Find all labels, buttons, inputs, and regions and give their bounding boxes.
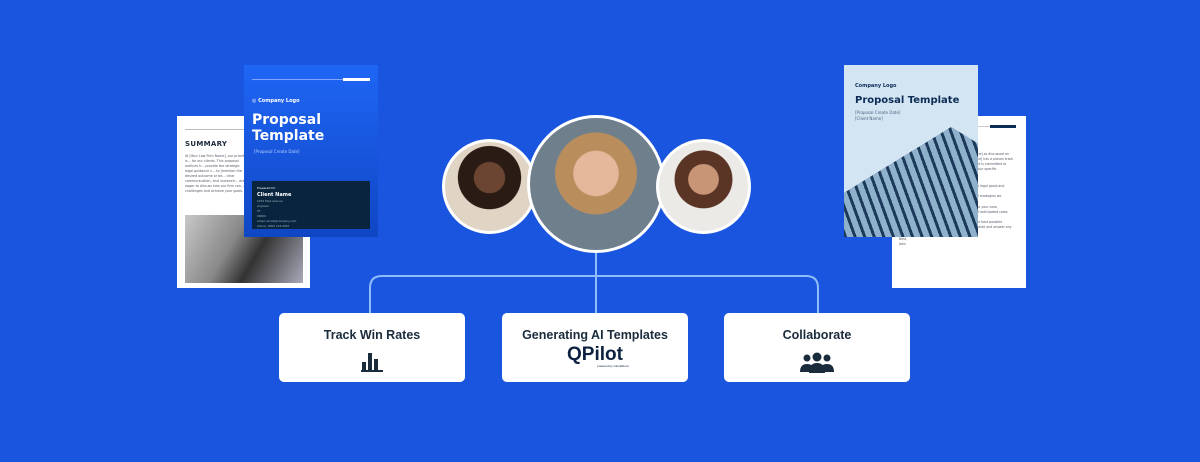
avatar-woman-center	[527, 115, 665, 253]
proposal-title: Proposal Template	[855, 95, 960, 106]
divider	[185, 129, 302, 130]
prepared-for-label: Prepared for	[257, 186, 276, 190]
company-logo: ◎ Company Logo	[252, 98, 300, 104]
address-line: 1234 Fake Avenue	[257, 199, 283, 203]
bar-chart-icon	[361, 353, 383, 372]
letter-line: er detail and answer any	[972, 225, 1012, 229]
divider	[252, 78, 370, 81]
summary-body: At [Your Law Firm Name], our priority is…	[185, 154, 247, 193]
feature-card-collaborate[interactable]: Collaborate	[724, 313, 910, 382]
letter-line: name] has a proven track	[972, 157, 1014, 161]
proposal-date: [Proposal Create Date]	[254, 149, 300, 154]
address-line: ST	[257, 209, 261, 213]
users-group-icon	[800, 352, 834, 373]
letter-line: to your specific	[972, 167, 997, 171]
letter-line: Name] as discussed on	[972, 152, 1009, 156]
blue-proposal-cover: ◎ Company Logo Proposal Template [Propos…	[244, 65, 378, 237]
contact-line: email: email@company.com	[257, 219, 297, 223]
client-name: [Client Name]	[855, 116, 883, 121]
letter-closing: Best,	[899, 237, 908, 241]
address-line: Anytown	[257, 204, 270, 208]
client-panel: Prepared for Client Name 1234 Fake Avenu…	[252, 181, 370, 229]
feature-label: Generating AI Templates	[522, 328, 668, 342]
light-proposal-cover: Company Logo Proposal Template [Proposal…	[844, 65, 978, 237]
contact-line: phone: (000) 123-4567	[257, 224, 290, 228]
letter-line: ed to your case,	[972, 205, 998, 209]
proposal-title: Proposal Template	[252, 112, 325, 144]
avatar-woman-right	[656, 139, 751, 234]
letter-line: your legal goals and	[972, 184, 1005, 188]
letter-line: e the best possible	[972, 220, 1003, 224]
summary-heading: SUMMARY	[185, 140, 228, 148]
letter-line: ] and is committed to	[972, 162, 1007, 166]
letter-name: John	[899, 242, 906, 246]
feature-card-track-win-rates[interactable]: Track Win Rates	[279, 313, 465, 382]
client-name: Client Name	[257, 192, 292, 198]
company-logo: Company Logo	[855, 83, 897, 89]
avatar-woman-left	[442, 139, 537, 234]
feature-label: Collaborate	[782, 328, 852, 342]
address-line: 00000	[257, 214, 266, 218]
feature-label: Track Win Rates	[323, 328, 421, 342]
letter-line: egal strategies we	[972, 194, 1002, 198]
letter-line: m of anticipated costs.	[972, 210, 1009, 214]
proposal-date: [Proposal Create Date]	[855, 110, 901, 115]
